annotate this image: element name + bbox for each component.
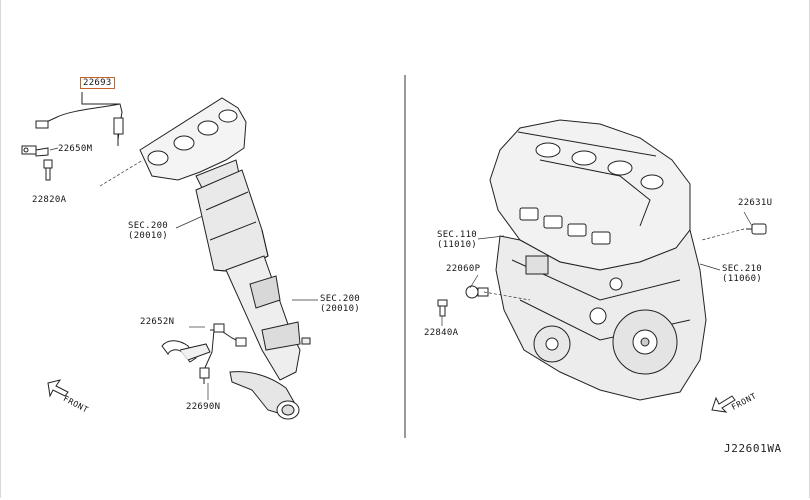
knock-sensor-22060p: [465, 285, 489, 299]
part-label-22693[interactable]: 22693: [80, 77, 115, 89]
oxygen-sensor-22693: [35, 92, 124, 146]
sensor-22650m: [21, 145, 49, 157]
front-arrow-right-icon: [711, 395, 736, 413]
exhaust-manifold: [139, 97, 247, 193]
part-label-22840a[interactable]: 22840A: [424, 328, 459, 338]
section-label-sec210-title: SEC.210: [722, 264, 763, 274]
part-label-22650m[interactable]: 22650M: [58, 144, 93, 154]
section-label-sec200-upper-title: SEC.200: [128, 221, 169, 231]
front-exhaust-pipe: [225, 255, 311, 420]
leader-lines-right: [441, 211, 753, 326]
part-label-22060p[interactable]: 22060P: [446, 264, 481, 274]
bolt-22820a: [43, 159, 53, 181]
section-label-sec110-code: (11010): [437, 240, 478, 250]
highlighted-part-22693[interactable]: 22693: [80, 77, 115, 89]
catalytic-converter: [195, 169, 269, 273]
harness-bracket-22652n: [161, 340, 211, 363]
section-label-sec200-upper[interactable]: SEC.200 (20010): [128, 221, 168, 241]
section-label-sec210-code: (11060): [722, 274, 763, 284]
section-label-sec200-lower[interactable]: SEC.200 (20010): [320, 294, 360, 314]
section-label-sec200-upper-code: (20010): [128, 231, 169, 241]
section-label-sec210[interactable]: SEC.210 (11060): [722, 264, 762, 284]
part-label-22652n[interactable]: 22652N: [140, 317, 175, 327]
sensor-22631u: [746, 223, 767, 235]
section-label-sec200-lower-title: SEC.200: [320, 294, 361, 304]
front-arrow-left-icon: [47, 379, 69, 398]
section-label-sec110-title: SEC.110: [437, 230, 478, 240]
section-label-sec200-lower-code: (20010): [320, 304, 361, 314]
engine-assembly: [489, 119, 707, 401]
diagram-code: J22601WA: [724, 442, 782, 455]
part-label-22820a[interactable]: 22820A: [32, 195, 67, 205]
section-label-sec110[interactable]: SEC.110 (11010): [437, 230, 477, 250]
bolt-22840a: [437, 299, 448, 317]
part-label-22690n[interactable]: 22690N: [186, 402, 221, 412]
part-label-22631u[interactable]: 22631U: [738, 198, 773, 208]
